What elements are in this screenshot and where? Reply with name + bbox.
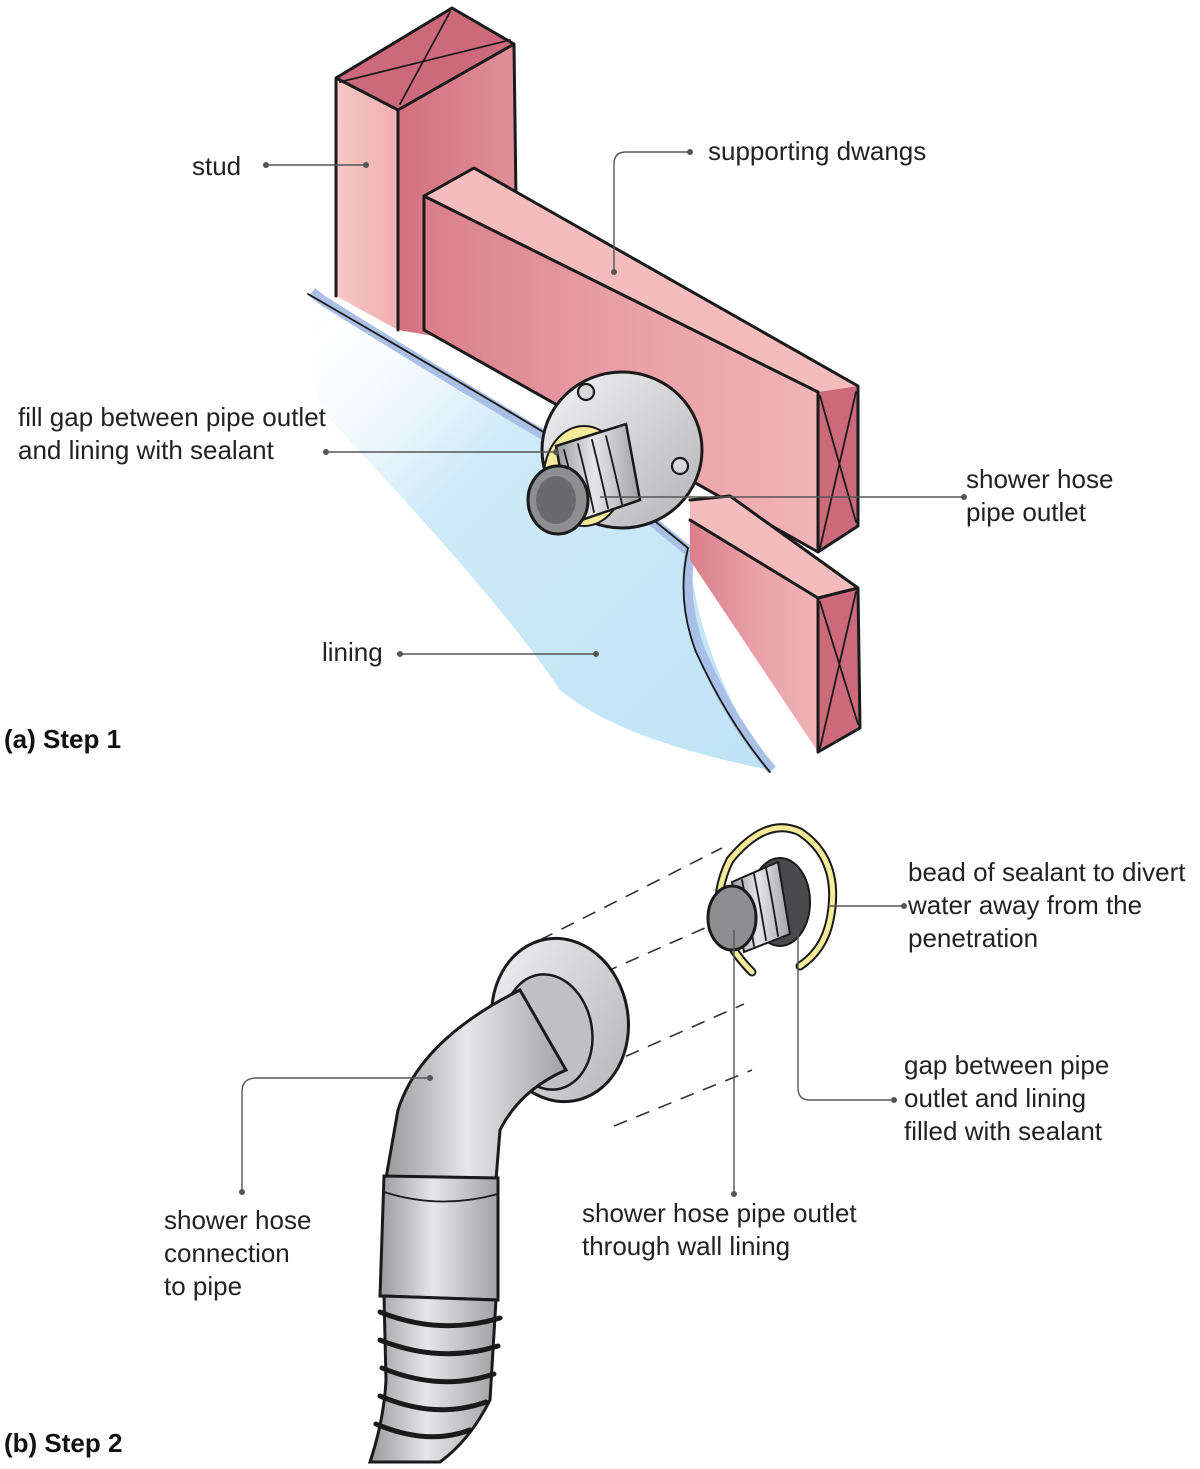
dwang-upper-top <box>424 168 858 392</box>
corrugated-hose <box>367 1294 503 1464</box>
lining-sheet <box>308 298 770 770</box>
flange-screw-top <box>576 382 596 402</box>
label-outlet-through-lining: shower hose pipe outlet through wall lin… <box>582 1198 857 1261</box>
outlet-in-lining <box>706 857 811 954</box>
dwang-lower-top <box>690 496 858 598</box>
step1-leaders <box>263 149 967 657</box>
label-hose-connection: shower hose connection to pipe <box>164 1205 312 1301</box>
step1-drawing <box>307 6 862 774</box>
stud-front <box>336 78 398 330</box>
label-lining: lining <box>322 637 383 667</box>
hose-elbow <box>378 936 630 1302</box>
label-shower-hose-pipe-outlet: shower hose pipe outlet <box>966 464 1114 527</box>
label-stud: stud <box>192 151 242 181</box>
projection-lines <box>539 847 753 1127</box>
dwang-lower-front <box>690 520 818 752</box>
threaded-outlet <box>526 422 642 536</box>
caption-step-1: (a) Step 1 <box>4 724 122 754</box>
caption-step-2: (b) Step 2 <box>4 1428 123 1458</box>
label-supporting-dwangs: supporting dwangs <box>708 136 927 166</box>
step2-drawing <box>367 823 838 1464</box>
lining-edge <box>308 288 776 774</box>
step2-leaders <box>239 903 907 1197</box>
label-bead-of-sealant: bead of sealant to divert water away fro… <box>908 857 1186 953</box>
flange-screw-right <box>670 456 690 476</box>
label-gap-filled: gap between pipe outlet and lining fille… <box>904 1050 1110 1146</box>
label-fill-gap: fill gap between pipe outlet and lining … <box>18 402 326 465</box>
